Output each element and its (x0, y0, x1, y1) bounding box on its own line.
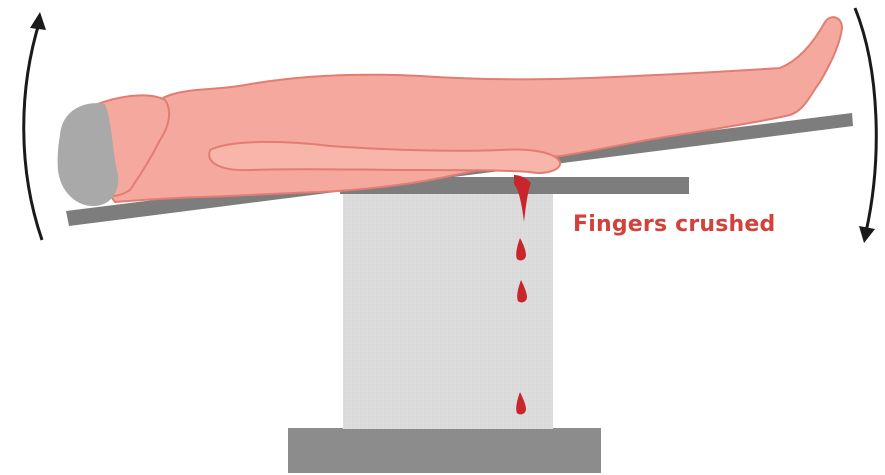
curved-arrow-down-icon (855, 8, 876, 243)
curved-arrow-up-icon (24, 12, 46, 240)
table-column (343, 193, 553, 429)
fingers-crushed-label: Fingers crushed (573, 212, 775, 237)
table-base (288, 428, 601, 473)
